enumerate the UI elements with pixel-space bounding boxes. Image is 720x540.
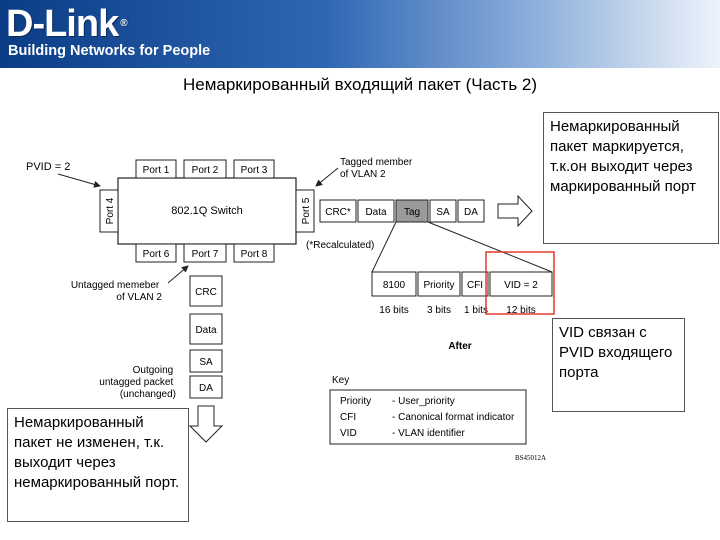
port-3-box [233, 159, 275, 179]
pvid-label: PVID = 2 [26, 161, 70, 173]
untagged-data-label: Data [195, 325, 217, 336]
key-desc-cfi: - Canonical format indicator [392, 412, 515, 423]
tag-priority-label: Priority [423, 280, 454, 291]
recalculated-label: (*Recalculated) [306, 240, 374, 251]
key-box [329, 389, 527, 445]
frame-da-box [457, 199, 485, 223]
port-1-box [135, 159, 177, 179]
port-4-box [99, 189, 119, 233]
port-6-box [135, 243, 177, 263]
tag-priority-box [417, 271, 461, 297]
key-term-cfi: CFI [340, 412, 356, 423]
port-1-label: Port 1 [143, 165, 170, 176]
untagged-da-box [189, 375, 223, 399]
frame-da-label: DA [464, 207, 478, 218]
untagged-sa-label: SA [199, 357, 213, 368]
outgoing-label: Outgoing untagged packet (unchanged) [99, 365, 176, 400]
port-3-label: Port 3 [241, 165, 268, 176]
port-2-box [183, 159, 227, 179]
frame-sa-box [429, 199, 457, 223]
logo-tagline: Building Networks for People [8, 43, 211, 59]
after-label: After [448, 341, 471, 352]
port-8-box [233, 243, 275, 263]
untagged-data-box [189, 313, 223, 345]
key-title: Key [332, 375, 349, 386]
switch-box [117, 177, 297, 245]
key-desc-vid: - VLAN identifier [392, 428, 465, 439]
port-7-box [183, 243, 227, 263]
port-5-label: Port 5 [301, 197, 312, 224]
callout-untagged-explanation: Немаркированный пакет не изменен, т.к. в… [7, 408, 189, 522]
key-term-priority: Priority [340, 396, 371, 407]
frame-data-label: Data [365, 207, 387, 218]
switch-label: 802.1Q Switch [171, 205, 243, 217]
tag-cfi-box [461, 271, 489, 297]
frame-crc-box [319, 199, 357, 223]
slide-title: Немаркированный входящий пакет (Часть 2) [182, 75, 538, 94]
frame-crc-label: CRC* [325, 207, 351, 218]
bits-3-label: 3 bits [427, 305, 451, 316]
key-term-vid: VID [340, 428, 357, 439]
header-banner: D-Link® Building Networks for People [0, 0, 720, 68]
frame-data-box [357, 199, 395, 223]
callout-tagged-explanation: Немаркированный пакет маркируется, т.к.о… [543, 112, 719, 244]
port-4-label: Port 4 [105, 197, 116, 224]
tag-cfi-label: CFI [467, 280, 483, 291]
figure-id: BS45012A [515, 454, 546, 462]
untagged-sa-box [189, 349, 223, 373]
port-7-label: Port 7 [192, 249, 219, 260]
bits-1-label: 1 bits [464, 305, 488, 316]
port-5-box [295, 189, 315, 233]
bits-12-label: 12 bits [506, 305, 535, 316]
key-desc-priority: - User_priority [392, 396, 455, 407]
tag-8100-label: 8100 [383, 280, 406, 291]
bits-16-label: 16 bits [379, 305, 408, 316]
outgoing-untagged-arrow-icon [188, 405, 224, 443]
tag-8100-box [371, 271, 417, 297]
dlink-logo: D-Link® [6, 3, 128, 45]
port-2-label: Port 2 [192, 165, 219, 176]
untagged-da-label: DA [199, 383, 213, 394]
untagged-crc-label: CRC [195, 287, 217, 298]
frame-tag-box [395, 199, 429, 223]
frame-tag-label: Tag [404, 207, 420, 218]
port-8-label: Port 8 [241, 249, 268, 260]
tagged-member-label: Tagged member of VLAN 2 [340, 157, 415, 180]
tag-vid-box [489, 271, 553, 297]
port-6-label: Port 6 [143, 249, 170, 260]
tag-vid-label: VID = 2 [504, 280, 538, 291]
vid-highlight [485, 251, 555, 315]
untagged-crc-box [189, 275, 223, 307]
untagged-member-label: Untagged memeber of VLAN 2 [71, 280, 163, 303]
callout-vid-explanation: VID связан с PVID входящего порта [552, 318, 685, 412]
outgoing-tagged-arrow-icon [497, 194, 533, 228]
frame-sa-label: SA [436, 207, 450, 218]
